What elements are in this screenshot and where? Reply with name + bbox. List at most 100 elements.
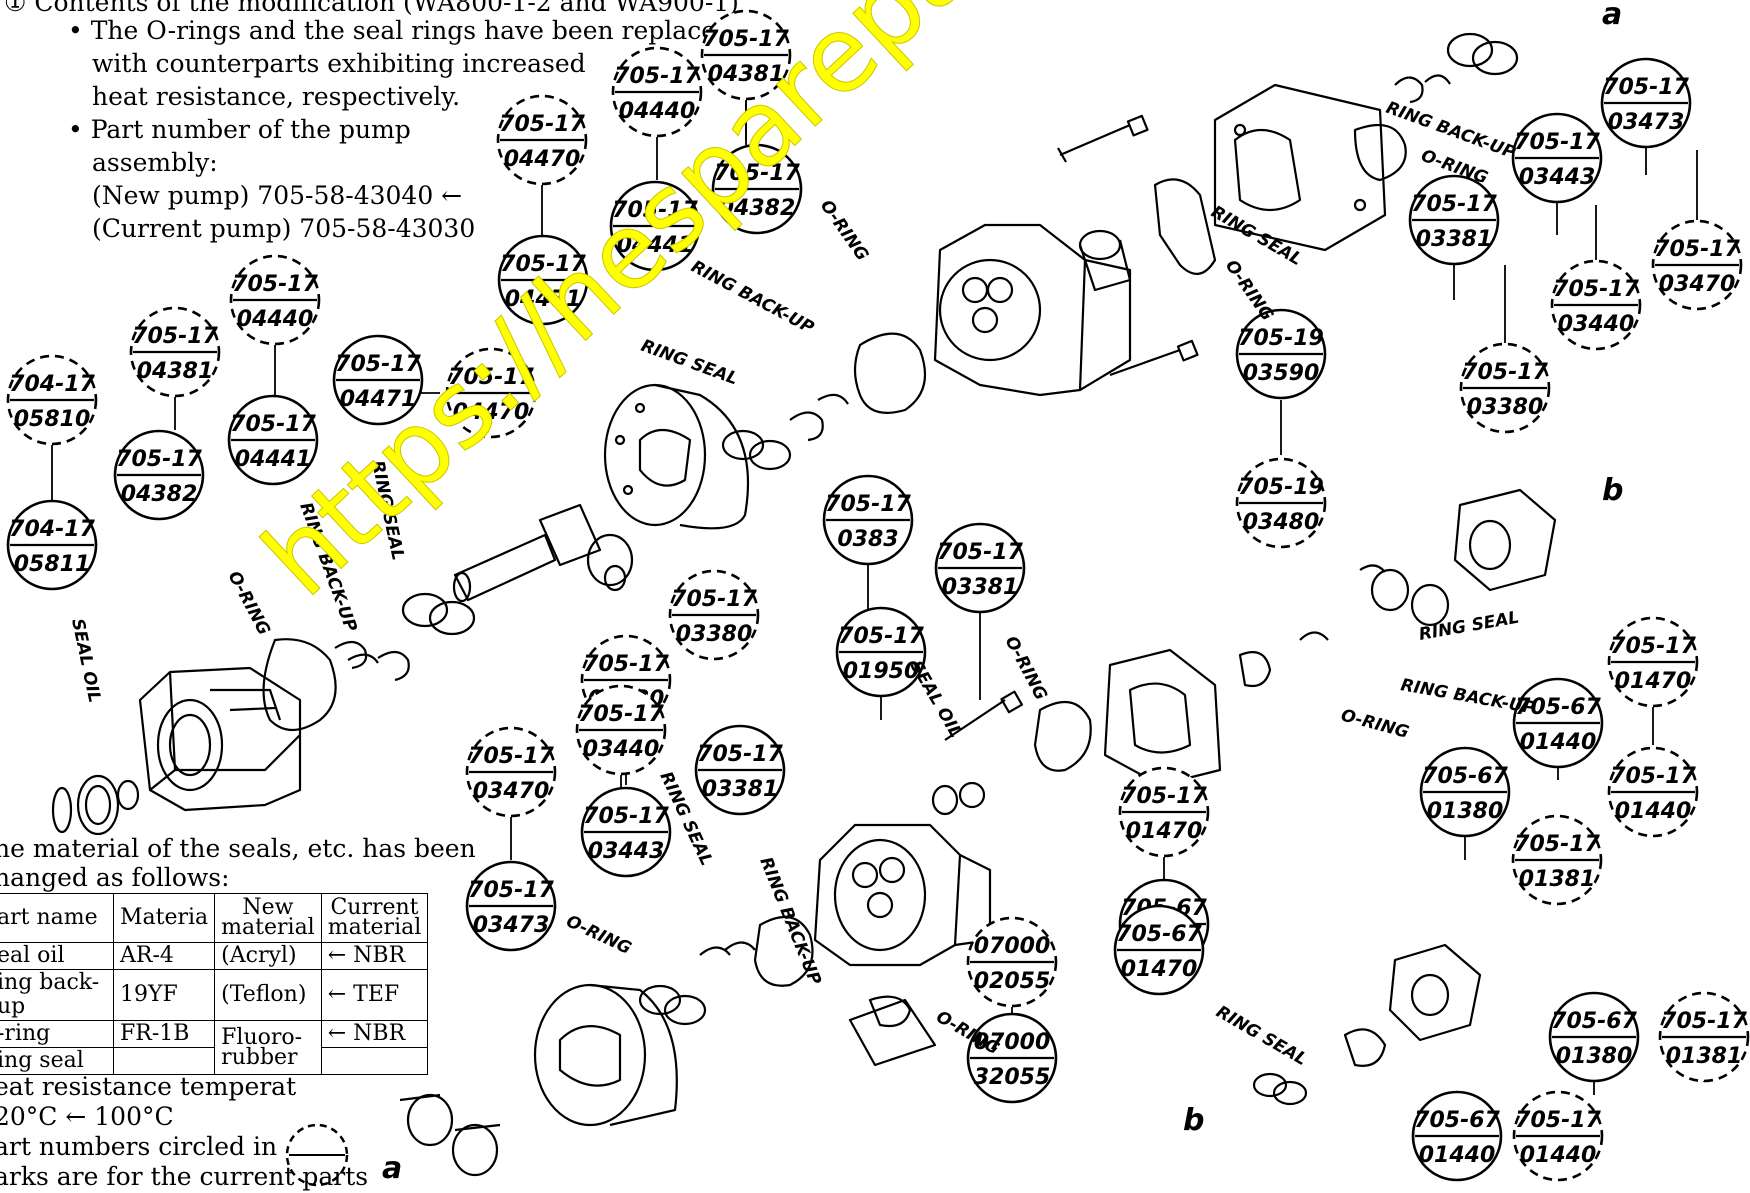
leader-label: O-RING [224, 568, 274, 639]
callout-top-number: 705-17 [1515, 1108, 1601, 1133]
table-header-row: art name Materia New material Current ma… [0, 893, 429, 943]
callout-bottom-number: 03473 [1608, 110, 1685, 135]
table-row: -ring FR-1B Fluoro-rubber ← NBR [0, 1020, 429, 1075]
table-header: art name [0, 893, 114, 943]
table-cell: ing back-up [0, 969, 114, 1021]
lower-housing-part [813, 823, 992, 967]
callout-bottom-number: 03380 [676, 622, 753, 647]
callout-bottom-number: 04440 [619, 99, 696, 124]
end-cover-part [1252, 943, 1482, 1106]
callout-bottom-number: 01440 [1520, 730, 1597, 755]
callout-bottom-number: 32055 [974, 1065, 1051, 1090]
part-number-callout: 705-17 04471 [497, 234, 589, 326]
table-cell [320, 1047, 429, 1075]
callout-top-number: 705-17 [1661, 1009, 1747, 1034]
part-number-callout: 07000 02055 [966, 916, 1058, 1008]
callout-top-number: 07000 [974, 934, 1051, 959]
callout-top-number: 705-17 [825, 492, 911, 517]
callout-bottom-number: 03381 [1416, 227, 1493, 252]
footer-line3: art numbers circled in [0, 1132, 278, 1161]
ring-seal-part [721, 429, 792, 471]
part-number-callout: 705-17 04381 [129, 306, 221, 398]
callout-bottom-number: 04471 [505, 287, 582, 312]
material-note-line2: hanged as follows: [0, 863, 230, 892]
table-cell: ← TEF [320, 969, 429, 1021]
callout-bottom-number: 0383 [837, 527, 898, 552]
front-housing-part [138, 666, 302, 812]
leader-label: RING BACK-UP [1399, 675, 1537, 718]
material-table: art name Materia New material Current ma… [0, 893, 429, 1075]
ring-backup-part [789, 393, 849, 442]
callout-bottom-number: 04470 [453, 400, 530, 425]
callout-top-number: 705-17 [1514, 130, 1600, 155]
part-number-callout: 705-17 03443 [1511, 112, 1603, 204]
callout-top-number: 705-17 [132, 324, 218, 349]
leader-label: RING SEAL [1208, 202, 1306, 270]
callout-bottom-number: 03381 [702, 777, 779, 802]
seal-and-gasket-part [848, 690, 1024, 1067]
callout-bottom-number: 01950 [843, 659, 920, 684]
cover-plate-part [1103, 648, 1222, 787]
o-ring-part [1033, 651, 1272, 772]
callout-top-number: 705-67 [1515, 695, 1601, 720]
callout-bottom-number: 04441 [617, 233, 694, 258]
bullet1-line3: heat resistance, respectively. [92, 82, 461, 111]
gear-case-part [603, 383, 750, 530]
table-cell [112, 1047, 216, 1075]
callout-bottom-number: 04381 [137, 359, 214, 384]
callout-top-number: 705-17 [614, 64, 700, 89]
leader-label: RING BACK-UP [295, 500, 360, 635]
table-row: ing seal [0, 1047, 429, 1075]
bullet2-line2: assembly: [92, 148, 218, 177]
callout-top-number: 705-67 [1551, 1009, 1637, 1034]
view-marker-b: b [1183, 1103, 1204, 1138]
part-number-callout: 705-17 0383 [822, 474, 914, 566]
callout-top-number: 705-17 [500, 252, 586, 277]
driven-gear-part [586, 533, 634, 592]
callout-top-number: 705-17 [697, 742, 783, 767]
ring-seal-part [1394, 32, 1519, 104]
leader-label: O-RING [1221, 256, 1277, 324]
callout-bottom-number: 03443 [1519, 165, 1596, 190]
callout-top-number: 705-17 [1654, 237, 1740, 262]
callout-bottom-number: 04470 [504, 147, 581, 172]
table-header: Materia [112, 893, 216, 943]
callout-top-number: 705-17 [937, 540, 1023, 565]
footer-line4: arks are for the current parts [0, 1162, 369, 1191]
callout-bottom-number: 04471 [340, 387, 417, 412]
callout-bottom-number: 01440 [1520, 1143, 1597, 1168]
table-row: eal oil AR-4 (Acryl) ← NBR [0, 942, 429, 970]
callout-top-number: 705-67 [1422, 764, 1508, 789]
callout-bottom-number: 03470 [473, 779, 550, 804]
table-header: Current material [320, 893, 429, 943]
callout-top-number: 705-17 [1411, 192, 1497, 217]
callout-top-number: 705-17 [583, 652, 669, 677]
callout-top-number: 705-17 [1610, 764, 1696, 789]
table-cell: AR-4 [112, 942, 216, 970]
leader-label: SEAL OIL [906, 658, 966, 742]
leader-label: O-RING [1001, 633, 1051, 704]
callout-bottom-number: 02055 [974, 969, 1051, 994]
table-header: New material [214, 893, 322, 943]
leader-label: O-RING [1339, 706, 1411, 743]
leader-label: RING BACK-UP [688, 257, 818, 339]
seal-oil-part [51, 774, 140, 836]
ring-seal-part [377, 592, 476, 682]
callout-top-number: 705-17 [838, 624, 924, 649]
table-cell: Fluoro-rubber [214, 1020, 322, 1075]
